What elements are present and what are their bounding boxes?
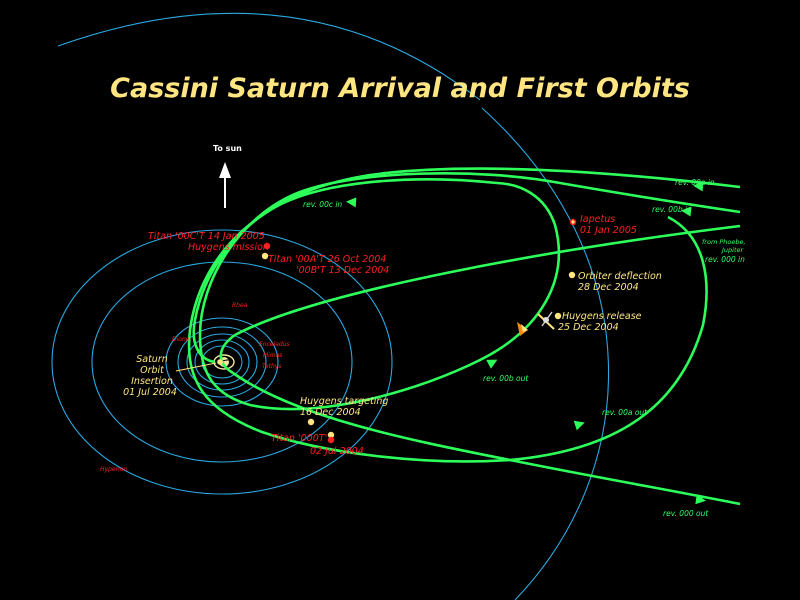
svg-text:28 Dec 2004: 28 Dec 2004 [578, 282, 639, 293]
svg-text:01 Jan 2005: 01 Jan 2005 [580, 225, 637, 236]
event-markers [217, 218, 577, 444]
huygens-targeting-marker [307, 418, 315, 426]
svg-text:Orbiter deflection: Orbiter deflection [578, 271, 662, 282]
soi-marker [217, 359, 223, 365]
svg-text:Iapetus: Iapetus [580, 214, 615, 225]
svg-text:Titan '000T': Titan '000T' [271, 433, 327, 444]
huygens-probe-icon [517, 322, 528, 336]
soi-label: Saturn Orbit Insertion 01 Jul 2004 [123, 354, 217, 398]
titan-00c-marker [263, 242, 271, 250]
mimas-label: Mimas [263, 352, 283, 359]
titan-000-marker [327, 431, 335, 439]
sun-direction-arrow [219, 162, 231, 208]
tethys-label: Tethys [262, 363, 281, 370]
rev-b-orbit [198, 172, 741, 411]
svg-text:Huygens release: Huygens release [562, 311, 642, 322]
iapetus-label: Iapetus 01 Jan 2005 [580, 214, 637, 236]
rhea-orbit [165, 317, 279, 407]
rev00b-out-label: rev. 00b out [483, 374, 529, 383]
dione-label: Dione [172, 336, 190, 343]
svg-text:Huygens targeting: Huygens targeting [300, 396, 388, 407]
page-title: Cassini Saturn Arrival and First Orbits [110, 73, 690, 104]
cassini-spacecraft-icon [537, 311, 555, 330]
svg-text:Orbit: Orbit [140, 365, 165, 376]
huygens-targeting-label: Huygens targeting 16 Dec 2004 [300, 396, 388, 418]
phoebe-orbit-arc [481, 107, 610, 600]
svg-text:01 Jul 2004: 01 Jul 2004 [123, 387, 177, 398]
svg-text:'00B'T 13 Dec 2004: '00B'T 13 Dec 2004 [296, 265, 389, 276]
orbiter-deflection-label: Orbiter deflection 28 Dec 2004 [578, 271, 662, 293]
svg-text:Insertion: Insertion [131, 376, 173, 387]
huygens-release-marker [554, 312, 562, 320]
rev000-out-label: rev. 000 out [663, 509, 709, 518]
rev00a-out-label: rev. 00a out [602, 408, 648, 417]
titan-00c-label: Titan '00C'T 14 Jan 2005 Huygens mission [148, 231, 269, 253]
svg-text:Titan '00A'T 26 Oct 2004: Titan '00A'T 26 Oct 2004 [268, 254, 386, 265]
orbiter-deflection-marker [568, 271, 576, 279]
enceladus-orbit [194, 339, 250, 385]
svg-text:Jupiter: Jupiter [720, 246, 745, 254]
rev000-in-label: rev. 000 in [705, 255, 745, 264]
titan-000-red-marker [327, 436, 335, 444]
rev-a-orbit [187, 167, 741, 463]
iapetus-inner-marker [571, 220, 575, 224]
rev00a-in-label: rev. 00a in [675, 178, 715, 187]
titan-000-label: Titan '000T' 02 Jul 2004 [271, 433, 364, 457]
svg-text:25 Dec 2004: 25 Dec 2004 [558, 322, 619, 333]
rev-000-in-trajectory [219, 224, 741, 375]
dione-orbit [177, 326, 267, 398]
hyperion-label: Hyperion [100, 466, 127, 473]
svg-text:16 Dec 2004: 16 Dec 2004 [300, 407, 361, 418]
svg-text:Titan '00C'T 14 Jan 2005: Titan '00C'T 14 Jan 2005 [148, 231, 265, 242]
svg-text:02 Jul 2004: 02 Jul 2004 [310, 446, 364, 457]
sun-label: To sun [213, 144, 242, 153]
svg-text:Huygens mission: Huygens mission [188, 242, 269, 253]
rev-c-orbit [192, 178, 498, 364]
rev00c-in-label: rev. 00c in [303, 200, 342, 209]
huygens-release-label: Huygens release 25 Dec 2004 [558, 311, 642, 333]
hyperion-orbit [51, 229, 393, 495]
outer-orbit-arc [57, 12, 481, 101]
trajectories [187, 167, 741, 506]
rev00b-in-label: rev. 00b in [652, 205, 692, 214]
from-phoebe-label: from Phoebe, Jupiter [702, 238, 746, 254]
svg-text:from Phoebe,: from Phoebe, [702, 238, 746, 246]
titan-00a-marker [261, 252, 269, 260]
moon-orbits [51, 229, 393, 495]
titan-00a-label: Titan '00A'T 26 Oct 2004 '00B'T 13 Dec 2… [268, 254, 389, 276]
enceladus-label: Enceladus [259, 341, 290, 348]
svg-text:Saturn: Saturn [136, 354, 168, 365]
rhea-label: Rhea [232, 302, 248, 309]
